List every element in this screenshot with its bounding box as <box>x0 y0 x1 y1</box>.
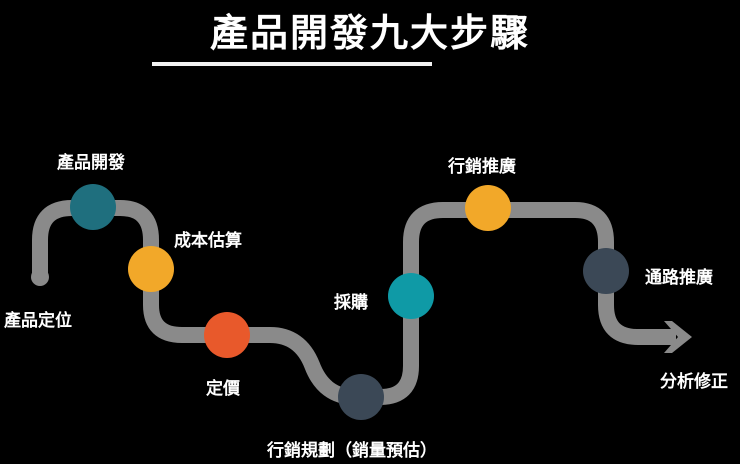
title-underline <box>152 62 432 66</box>
step-label-procurement: 採購 <box>334 293 368 313</box>
step-label-marketing-planning: 行銷規劃（銷量預估） <box>267 441 437 461</box>
step-label-marketing-promotion: 行銷推廣 <box>448 157 516 177</box>
step-node-product-development <box>70 184 116 230</box>
page-title: 產品開發九大步驟 <box>209 11 530 55</box>
arrow-head-icon <box>664 321 692 353</box>
process-path <box>32 200 676 405</box>
step-node-pricing <box>204 312 250 358</box>
step-label-channel-promotion: 通路推廣 <box>645 268 713 288</box>
step-label-cost-estimation: 成本估算 <box>174 231 242 251</box>
step-node-marketing-planning <box>338 374 384 420</box>
step-node-channel-promotion <box>583 248 629 294</box>
step-label-product-development: 產品開發 <box>57 153 125 173</box>
step-label-pricing: 定價 <box>206 379 240 399</box>
step-node-procurement <box>388 273 434 319</box>
step-node-cost-estimation <box>128 246 174 292</box>
step-label-analysis-correction: 分析修正 <box>660 372 728 392</box>
step-node-marketing-promotion <box>465 185 511 231</box>
start-dot <box>31 268 49 286</box>
step-label-product-positioning: 產品定位 <box>4 311 72 331</box>
